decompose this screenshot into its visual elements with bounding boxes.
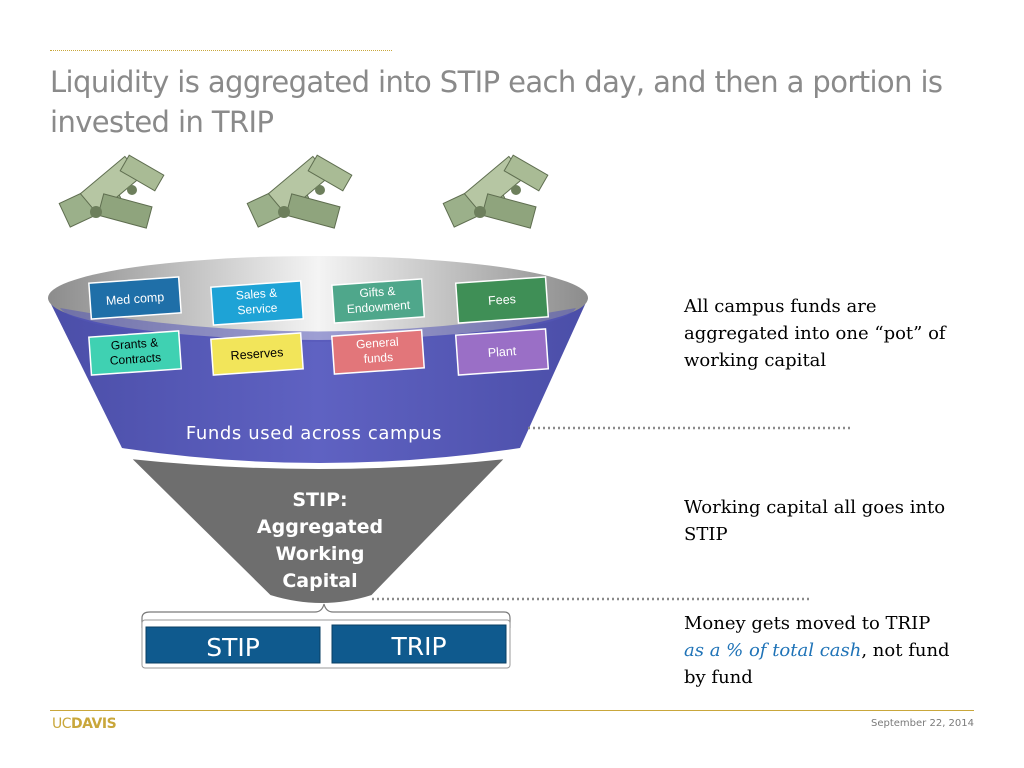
funnel-rim bbox=[48, 256, 588, 340]
note-money-moved-emphasis: as a % of total cash bbox=[684, 640, 862, 661]
stip-label-line: STIP: bbox=[292, 489, 347, 511]
svg-text:Sales &: Sales & bbox=[235, 286, 277, 303]
money-icon bbox=[442, 154, 549, 229]
note-money-moved: Money gets moved to TRIP as a % of total… bbox=[684, 610, 954, 691]
fund-box: Sales & Service bbox=[210, 280, 305, 326]
fund-box: Med comp bbox=[88, 276, 182, 320]
trip-bar bbox=[331, 624, 507, 664]
upper-funnel bbox=[48, 298, 588, 463]
money-icon bbox=[58, 154, 165, 229]
trip-bar-label: TRIP bbox=[390, 632, 446, 661]
stip-label-line: Aggregated bbox=[257, 516, 383, 538]
footer-date: September 22, 2014 bbox=[871, 718, 974, 729]
fund-box: Plant bbox=[454, 328, 550, 376]
fund-box: Grants & Contracts bbox=[88, 330, 183, 376]
stip-bar-label: STIP bbox=[206, 633, 260, 662]
note-money-moved-part1: Money gets moved to TRIP bbox=[684, 613, 931, 634]
note-money-moved-part2: , not fund by fund bbox=[684, 640, 950, 688]
svg-text:Service: Service bbox=[237, 301, 278, 318]
fund-box-label: Med comp bbox=[105, 290, 164, 308]
footer-rule bbox=[50, 710, 974, 711]
svg-text:Gifts &: Gifts & bbox=[359, 284, 396, 300]
funnel-liquid bbox=[60, 308, 576, 342]
stip-label-line: Working bbox=[276, 543, 365, 565]
fund-box: Gifts & Endowment bbox=[331, 278, 426, 324]
uc-davis-logo: UCDAVIS bbox=[52, 716, 117, 732]
fund-box-label: Plant bbox=[487, 344, 517, 360]
stip-label-line: Capital bbox=[282, 570, 357, 592]
svg-text:Endowment: Endowment bbox=[346, 298, 411, 316]
fund-box: Fees bbox=[454, 276, 550, 324]
fund-box: General funds bbox=[330, 329, 426, 375]
split-bracket bbox=[141, 603, 511, 628]
fund-box-label: Fees bbox=[488, 292, 517, 308]
slide-title: Liquidity is aggregated into STIP each d… bbox=[50, 65, 943, 139]
svg-text:funds: funds bbox=[363, 350, 393, 366]
money-icon bbox=[246, 154, 353, 229]
fund-box-label: Reserves bbox=[230, 345, 284, 363]
logo-uc: UC bbox=[52, 716, 72, 732]
logo-davis: DAVIS bbox=[71, 716, 117, 732]
note-aggregated: All campus funds are aggregated into one… bbox=[684, 296, 946, 371]
svg-text:General: General bbox=[356, 335, 400, 352]
stip-bar bbox=[145, 626, 321, 664]
svg-text:Grants &: Grants & bbox=[110, 335, 158, 352]
note-working-capital: Working capital all goes into STIP bbox=[684, 497, 946, 545]
svg-text:Contracts: Contracts bbox=[109, 350, 161, 368]
fund-box: Reserves bbox=[210, 332, 304, 376]
funds-used-label: Funds used across campus bbox=[186, 423, 442, 444]
top-rule bbox=[50, 50, 392, 51]
stip-funnel bbox=[127, 456, 509, 605]
